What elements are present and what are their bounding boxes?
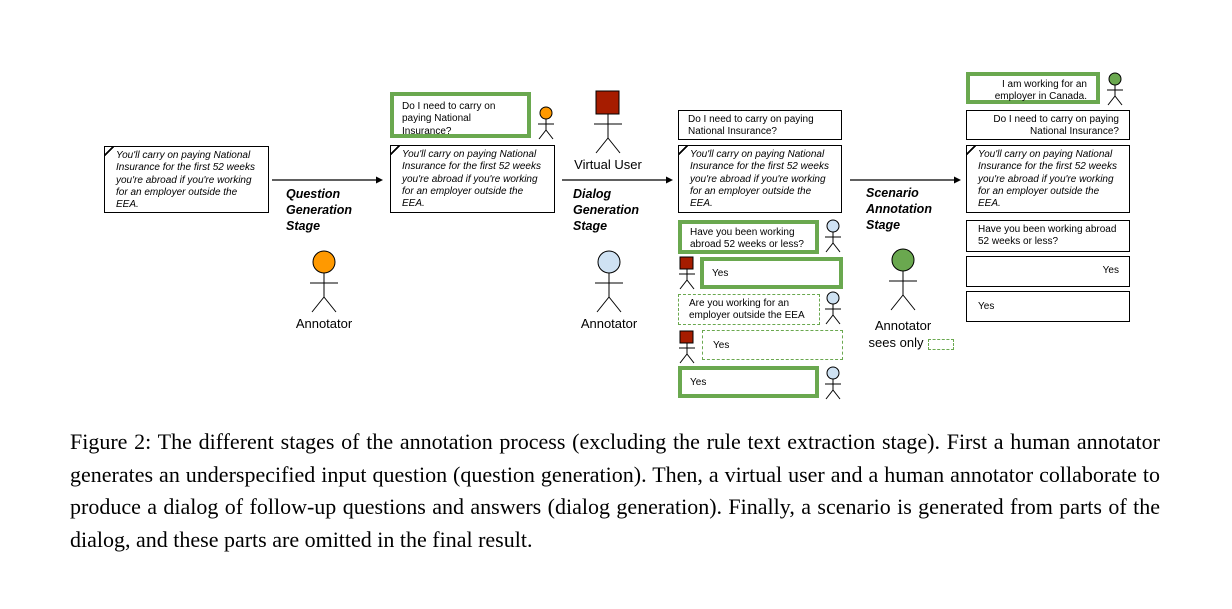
virtual-user-label: Virtual User (574, 157, 642, 172)
final-answer-box: Yes (678, 366, 819, 398)
stick-figure-icon (538, 106, 554, 140)
rule-text-box: You'll carry on paying National Insuranc… (678, 145, 842, 213)
figure-caption: Figure 2: The different stages of the an… (70, 429, 1160, 552)
annotator-label: Annotator (580, 316, 638, 331)
annotator-label: Annotator (295, 316, 353, 331)
sees-only-label: sees only (868, 335, 924, 350)
stage-line: Stage (286, 219, 321, 233)
virtual-user-icon (679, 256, 695, 290)
stage-line: Scenario (866, 186, 919, 200)
scenario-question-text: Do I need to carry on paying National In… (993, 114, 1119, 138)
followup-question-text: Are you working for an employer outside … (689, 298, 805, 322)
answer-text: Yes (712, 268, 729, 279)
dialog-question-text: Do I need to carry on paying National In… (688, 114, 814, 138)
stage-line: Annotation (866, 202, 932, 216)
rule-text: You'll carry on paying National Insuranc… (690, 149, 829, 210)
question-box: Do I need to carry on paying National In… (390, 92, 531, 138)
dialog-question-box: Do I need to carry on paying National In… (678, 110, 842, 140)
stick-figure-icon (825, 291, 841, 325)
dialog-generation-stage-label: Dialog Generation Stage (573, 186, 639, 234)
answer-box: Yes (702, 330, 843, 360)
arrow-right-icon (850, 176, 961, 184)
scenario-annotation-stage-label: Scenario Annotation Stage (866, 185, 932, 233)
annotator-label: Annotator (874, 318, 932, 333)
stage-line: Generation (573, 203, 639, 217)
rule-text-box: You'll carry on paying National Insuranc… (966, 145, 1130, 213)
virtual-user-icon (594, 90, 622, 154)
stage-line: Dialog (573, 187, 612, 201)
annotator-blue-icon (595, 250, 623, 313)
stage-line: Stage (573, 219, 608, 233)
stick-figure-icon (825, 366, 841, 400)
scenario-followup-question-box: Have you been working abroad 52 weeks or… (966, 220, 1130, 252)
followup-question-box: Are you working for an employer outside … (678, 294, 820, 325)
final-answer-text: Yes (690, 377, 707, 388)
annotator-green-icon (889, 248, 917, 311)
arrow-right-icon (562, 176, 673, 184)
annotator-orange-icon (310, 250, 338, 313)
stick-figure-icon (825, 219, 841, 253)
virtual-user-icon (679, 330, 695, 364)
scenario-box: I am working for an employer in Canada. (966, 72, 1100, 104)
stage-line: Stage (866, 218, 901, 232)
stage-line: Question (286, 187, 341, 201)
scenario-final-answer-box: Yes (966, 291, 1130, 322)
scenario-question-box: Do I need to carry on paying National In… (966, 110, 1130, 140)
rule-text-box: You'll carry on paying National Insuranc… (104, 146, 269, 213)
scenario-followup-question-text: Have you been working abroad 52 weeks or… (978, 224, 1117, 248)
stage-line: Generation (286, 203, 352, 217)
answer-text: Yes (713, 340, 730, 351)
rule-text-box: You'll carry on paying National Insuranc… (390, 145, 555, 213)
question-generation-stage-label: Question Generation Stage (286, 186, 352, 234)
followup-question-text: Have you been working abroad 52 weeks or… (690, 227, 804, 251)
scenario-answer-box: Yes (966, 256, 1130, 287)
rule-text: You'll carry on paying National Insuranc… (978, 149, 1117, 210)
arrow-right-icon (272, 176, 383, 184)
scenario-text: I am working for an employer in Canada. (994, 79, 1087, 103)
scenario-answer-text: Yes (1102, 265, 1119, 276)
rule-text: You'll carry on paying National Insuranc… (116, 150, 255, 211)
rule-text: You'll carry on paying National Insuranc… (402, 149, 541, 210)
dashed-legend-swatch (928, 339, 954, 350)
stick-figure-icon (1107, 72, 1123, 106)
followup-question-box: Have you been working abroad 52 weeks or… (678, 220, 819, 254)
scenario-final-answer-text: Yes (978, 301, 995, 312)
answer-box: Yes (700, 257, 843, 289)
question-text: Do I need to carry on paying National In… (402, 101, 496, 137)
